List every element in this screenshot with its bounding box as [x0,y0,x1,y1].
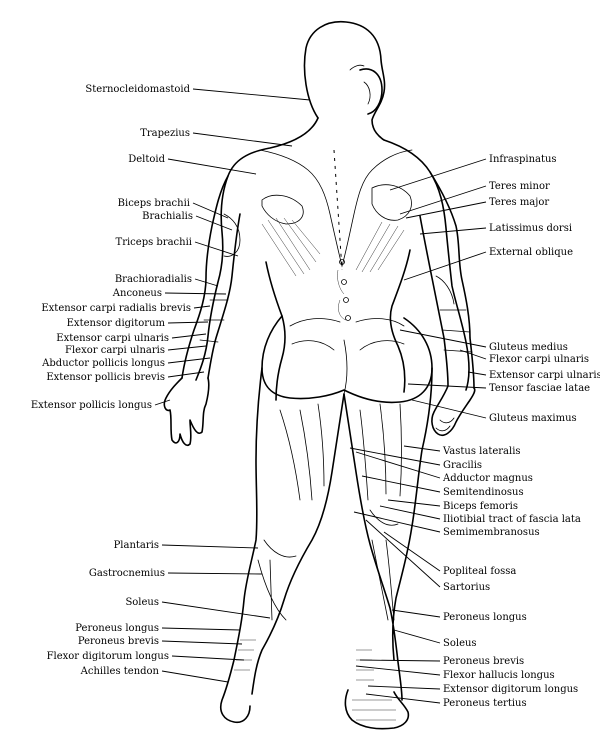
label-anconeus: Anconeus [112,288,162,299]
label-flexor-hallucis-longus: Flexor hallucis longus [443,670,555,681]
label-soleus-right: Soleus [443,638,477,649]
label-semimembranosus: Semimembranosus [443,527,540,538]
label-gluteus-medius: Gluteus medius [489,342,568,353]
label-sartorius: Sartorius [443,582,490,593]
label-ext-carpi-ulnaris-right: Extensor carpi ulnaris [489,370,600,381]
label-abductor-pollicis-longus: Abductor pollicis longus [41,358,165,369]
label-peroneus-brevis-left: Peroneus brevis [78,636,159,647]
labels-left: Sternocleidomastoid Trapezius Deltoid Bi… [31,84,193,677]
label-peroneus-longus-left: Peroneus longus [75,623,159,634]
left-leg [219,367,345,724]
label-brachialis: Brachialis [142,211,193,222]
label-external-oblique: External oblique [489,247,573,258]
head-outline [303,21,386,141]
right-hand [431,385,476,437]
label-peroneus-tertius: Peroneus tertius [443,698,527,709]
label-brachioradialis: Brachioradialis [115,274,192,285]
label-latissimus-dorsi: Latissimus dorsi [489,223,572,234]
label-flexor-digitorum-longus: Flexor digitorum longus [47,651,169,662]
label-iliotibial-tract: Iliotibial tract of fascia lata [443,514,581,525]
label-extensor-digitorum: Extensor digitorum [67,318,166,329]
label-gluteus-maximus: Gluteus maximus [489,413,577,424]
label-achilles-tendon: Achilles tendon [80,666,160,677]
label-teres-minor: Teres minor [489,181,550,192]
label-adductor-magnus: Adductor magnus [442,473,533,484]
label-infraspinatus: Infraspinatus [489,154,557,165]
label-trapezius-left: Trapezius [140,128,190,139]
leader-lines [154,88,487,704]
right-foot [344,689,410,730]
body-figure [163,21,476,730]
label-peroneus-brevis-right: Peroneus brevis [443,656,524,667]
label-popliteal-fossa: Popliteal fossa [443,566,516,577]
label-deltoid: Deltoid [128,154,165,165]
label-biceps-femoris: Biceps femoris [443,501,518,512]
label-triceps-brachii: Triceps brachii [116,237,192,248]
label-plantaris: Plantaris [114,540,159,551]
ear [359,68,383,115]
labels-right: Infraspinatus Teres minor Teres major La… [442,154,600,709]
trapezius-shape [259,149,413,268]
label-extensor-digitorum-longus: Extensor digitorum longus [443,684,578,695]
left-hand [163,377,210,447]
label-soleus-left: Soleus [125,597,159,608]
label-flexor-carpi-ulnaris-right: Flexor carpi ulnaris [489,354,589,365]
label-gracilis: Gracilis [443,460,482,471]
spine-line [333,149,343,271]
label-extensor-pollicis-brevis: Extensor pollicis brevis [46,372,165,383]
label-tensor-fasciae-latae: Tensor fasciae latae [489,383,590,394]
label-semitendinosus: Semitendinosus [443,487,524,498]
label-peroneus-longus-right: Peroneus longus [443,612,527,623]
label-biceps-brachii: Biceps brachii [118,198,190,209]
left-arm [181,175,241,379]
label-flexor-carpi-ulnaris-left: Flexor carpi ulnaris [65,345,165,356]
label-extensor-pollicis-longus: Extensor pollicis longus [31,400,152,411]
label-vastus-lateralis: Vastus lateralis [442,446,521,457]
label-sternocleidomastoid: Sternocleidomastoid [85,84,190,95]
torso-outline [195,117,470,391]
label-ext-carpi-radialis-brevis: Extensor carpi radialis brevis [41,303,191,314]
label-ext-carpi-ulnaris-left: Extensor carpi ulnaris [56,333,169,344]
label-teres-major: Teres major [489,197,549,208]
label-gastrocnemius: Gastrocnemius [89,568,165,579]
